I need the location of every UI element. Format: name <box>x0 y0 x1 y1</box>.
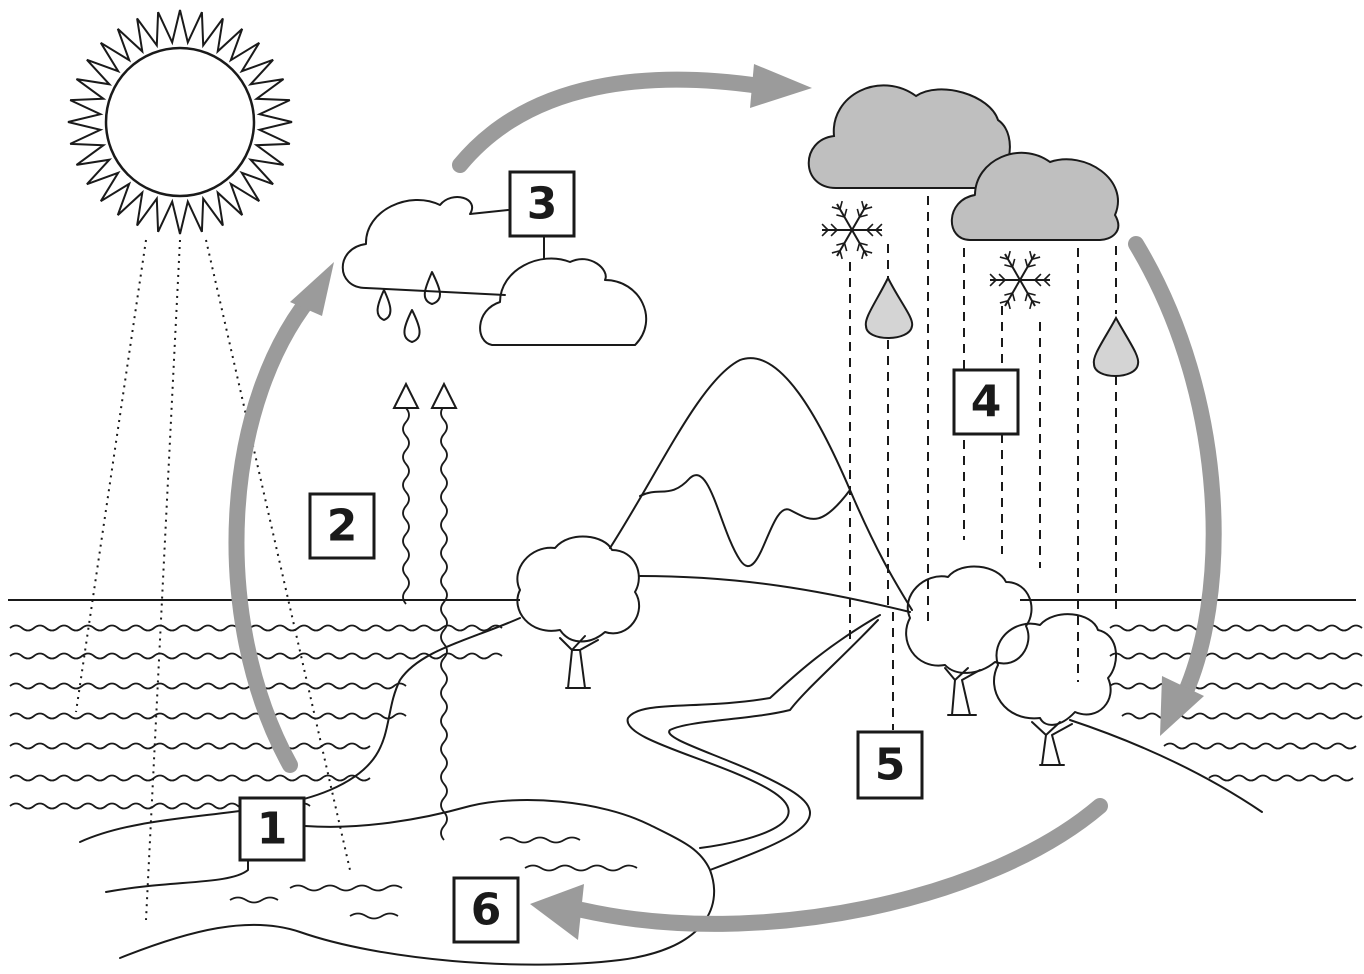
label-1: 1 <box>238 796 306 862</box>
sunlight-rays <box>75 239 351 921</box>
label-6-text: 6 <box>471 885 502 936</box>
label-4: 4 <box>952 368 1020 436</box>
sea-wave <box>9 712 407 720</box>
label-3-text: 3 <box>527 179 558 230</box>
sea-wave <box>1109 682 1363 690</box>
label-6: 6 <box>452 876 520 944</box>
raindrop-icon <box>1092 315 1140 377</box>
label-5-text: 5 <box>875 740 906 791</box>
snowflake-icon <box>989 250 1051 310</box>
tree-right-2 <box>993 613 1118 766</box>
sea-wave <box>1121 712 1363 720</box>
sea-wave <box>1109 652 1363 660</box>
sun-icon <box>67 9 293 235</box>
precipitation-lines <box>849 196 1117 730</box>
cycle-arrows <box>228 64 1222 940</box>
ocean <box>8 599 1363 810</box>
sea-wave <box>1163 742 1357 750</box>
sea-wave <box>9 682 407 690</box>
sea-wave <box>9 774 371 782</box>
sea-wave <box>1109 624 1363 632</box>
label-2: 2 <box>308 492 376 560</box>
sea-wave <box>9 624 503 632</box>
tree-right-1 <box>905 565 1033 716</box>
label-5: 5 <box>856 730 924 800</box>
sea-wave <box>9 742 371 750</box>
label-2-text: 2 <box>327 501 358 552</box>
label-3: 3 <box>508 170 576 238</box>
land <box>79 575 1263 966</box>
sea-wave <box>1208 774 1354 782</box>
raindrop-icon <box>864 275 914 339</box>
condensation-cloud <box>341 196 648 346</box>
evaporation-arrows <box>392 381 458 841</box>
precipitation-clouds <box>807 84 1120 241</box>
label-1-text: 1 <box>257 804 288 855</box>
mountain <box>609 357 913 611</box>
tree-left <box>516 535 641 689</box>
label-4-text: 4 <box>971 377 1002 428</box>
snowflake-icon <box>821 200 883 260</box>
